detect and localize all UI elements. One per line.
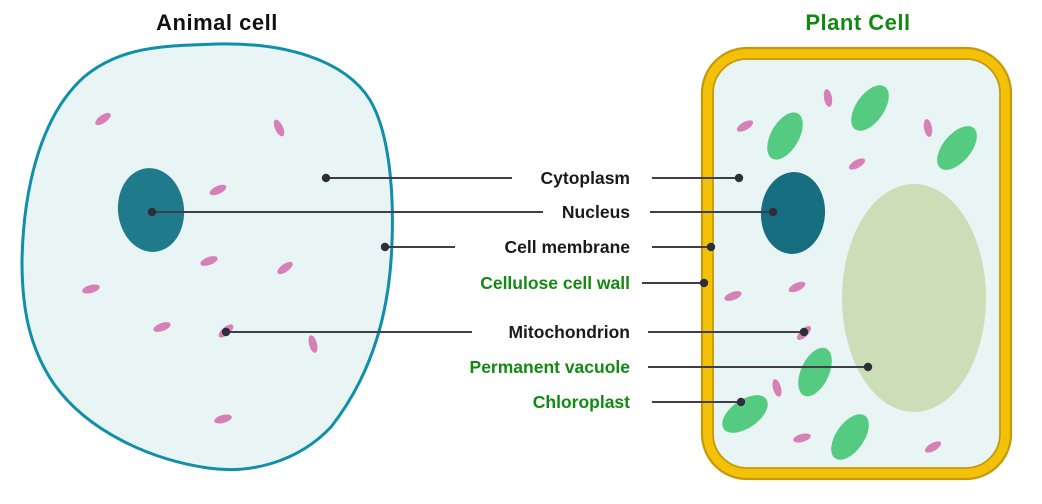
label-chloroplast: Chloroplast: [533, 392, 630, 412]
leader-dot-cytoplasm: [734, 173, 744, 183]
plant-vacuole: [842, 184, 986, 412]
mitochondrion-animal: [209, 184, 227, 196]
plant-nucleus: [760, 172, 826, 254]
mitochondrion-animal: [308, 335, 318, 353]
label-nucleus: Nucleus: [562, 202, 630, 222]
leader-dot-mitochondrion: [221, 327, 231, 337]
chloroplast: [798, 347, 832, 397]
mitochondrion-animal: [273, 119, 285, 137]
chloroplast: [722, 395, 768, 433]
leader-dot-permanent-vacuole: [863, 362, 873, 372]
plant-cell-title: Plant Cell: [805, 10, 911, 35]
leader-dot-cell-membrane: [706, 242, 716, 252]
leader-dot-chloroplast: [736, 397, 746, 407]
mitochondrion-plant: [793, 433, 811, 443]
leader-dot-cellulose-cell-wall: [699, 278, 709, 288]
label-cytoplasm: Cytoplasm: [541, 168, 630, 188]
chloroplast: [831, 414, 869, 460]
mitochondrion-plant: [772, 379, 782, 397]
mitochondrion-plant: [924, 441, 942, 453]
mitochondrion-plant: [724, 291, 742, 301]
mitochondrion-animal: [200, 256, 218, 266]
mitochondrion-animal: [277, 261, 293, 275]
mitochondrion-animal: [214, 414, 232, 424]
mitochondrion-plant: [848, 158, 866, 170]
mitochondrion-plant: [736, 120, 754, 132]
label-cellulose-cell-wall: Cellulose cell wall: [480, 273, 630, 293]
label-permanent-vacuole: Permanent vacuole: [470, 357, 631, 377]
mitochondrion-plant: [823, 89, 833, 107]
animal-cell-title: Animal cell: [156, 10, 278, 35]
leader-dot-nucleus: [768, 207, 778, 217]
chloroplast: [851, 85, 889, 131]
chloroplast: [767, 112, 803, 160]
animal-cell-membrane: [20, 42, 394, 472]
mitochondrion-animal: [153, 322, 171, 332]
mitochondrion-animal: [95, 112, 111, 126]
mitochondrion-plant: [923, 119, 933, 137]
leader-dot-cell-membrane: [380, 242, 390, 252]
leader-dot-nucleus: [147, 207, 157, 217]
label-cell-membrane: Cell membrane: [505, 237, 631, 257]
leader-dot-mitochondrion: [799, 327, 809, 337]
chloroplast: [937, 126, 977, 170]
mitochondrion-animal: [82, 284, 100, 294]
mitochondrion-plant: [788, 281, 806, 293]
leader-dot-cytoplasm: [321, 173, 331, 183]
label-mitochondrion: Mitochondrion: [508, 322, 630, 342]
